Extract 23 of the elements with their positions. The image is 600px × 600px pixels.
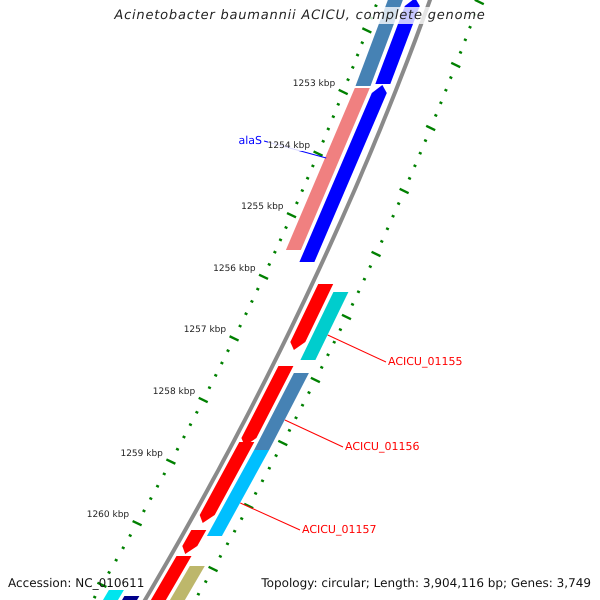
gene-block [254, 373, 309, 450]
genome-info-text: Topology: circular; Length: 3,904,116 bp; Genes: 3,749 [261, 576, 591, 590]
scale-label: 1254 kbp [268, 140, 310, 151]
leader-line [240, 502, 300, 530]
leader-line [327, 334, 386, 362]
scale-label: 1258 kbp [152, 387, 196, 397]
scale-label: 1253 kbp [292, 79, 336, 89]
gene-block [300, 292, 348, 360]
gene-label: ACICU_01157 [302, 524, 376, 536]
gene-block [206, 450, 270, 536]
leader-line [284, 420, 344, 448]
scale-label: 1256 kbp [213, 264, 256, 274]
gene-block [290, 284, 334, 350]
gene-label: ACICU_01156 [345, 441, 420, 453]
gene-block [200, 442, 254, 523]
gene-label: ACICU_01155 [388, 356, 462, 368]
gene-label: alaS [238, 135, 262, 147]
scale-label: 1259 kbp [120, 448, 163, 459]
scale-label: 1255 kbp [241, 202, 284, 212]
accession-text: Accession: NC_010611 [8, 576, 144, 590]
gene-block [182, 530, 206, 554]
scale-label: 1260 kbp [86, 510, 130, 520]
scale-label: 1257 kbp [184, 325, 226, 336]
